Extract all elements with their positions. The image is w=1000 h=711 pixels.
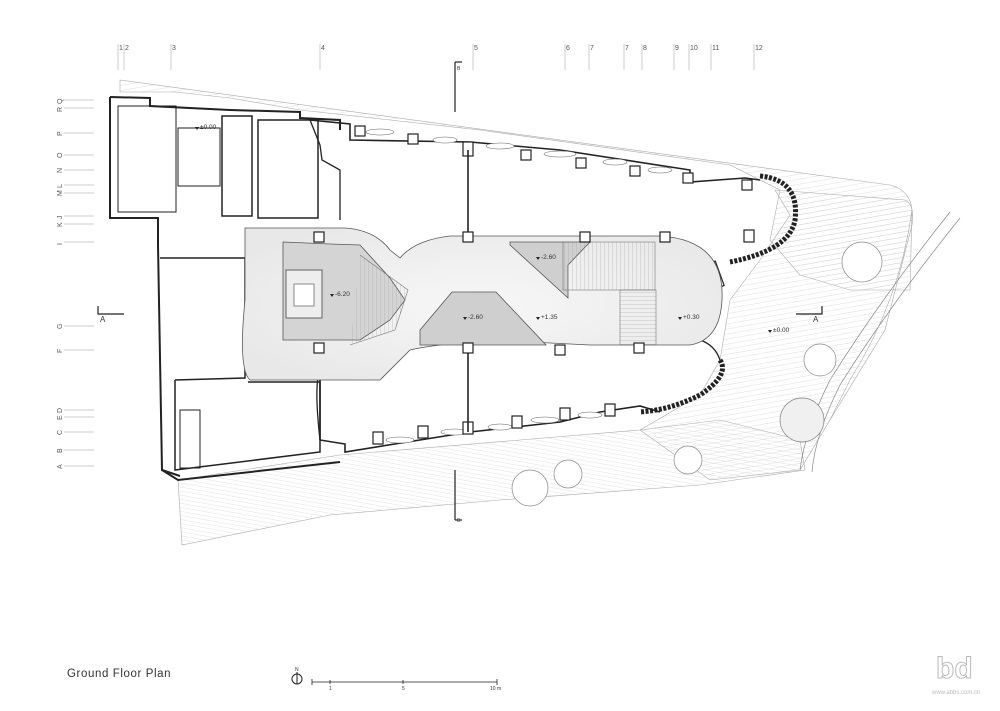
grid-labels-top: 1 2 3 4 5 6 7 7 8 9 10 11 12 bbox=[119, 45, 763, 52]
level-label: -2.60 bbox=[468, 314, 483, 321]
watermark-sub: www.abbs.com.cn bbox=[931, 690, 980, 696]
level-label: -2.60 bbox=[541, 254, 556, 261]
section-label: A bbox=[100, 315, 106, 324]
level-label: +0.30 bbox=[683, 314, 700, 321]
level-marker-icon bbox=[768, 330, 772, 333]
north-arrow-icon: N bbox=[291, 667, 303, 685]
grid-label: 1 bbox=[119, 45, 123, 52]
level-marker-icon bbox=[536, 317, 540, 320]
level-label: ±0.00 bbox=[773, 327, 790, 334]
grid-labels-left: Q R P O N L M J K I G F D E C B A bbox=[57, 98, 64, 469]
section-markers bbox=[97, 61, 823, 521]
section-label: B bbox=[457, 66, 461, 72]
grid-label: C bbox=[57, 430, 64, 435]
section-label: A bbox=[813, 315, 819, 324]
grid-label: O bbox=[57, 152, 64, 158]
grid-label: E bbox=[57, 415, 64, 420]
grid-label: B bbox=[57, 448, 64, 453]
north-facade bbox=[309, 119, 761, 220]
level-marker-icon bbox=[330, 294, 334, 297]
trees bbox=[511, 241, 883, 507]
grid-label: 8 bbox=[643, 45, 647, 52]
level-marker-icon bbox=[536, 257, 540, 260]
grid-label: 4 bbox=[321, 45, 325, 52]
grid-label: G bbox=[57, 324, 64, 329]
level-label: ±0.00 bbox=[200, 124, 217, 131]
grid-label: K bbox=[57, 222, 64, 227]
grid-label: A bbox=[57, 464, 64, 469]
scale-label: 1 bbox=[329, 686, 332, 692]
grid-label: 10 bbox=[690, 45, 698, 52]
building-walls bbox=[109, 96, 341, 482]
plan-title: Ground Floor Plan bbox=[67, 668, 172, 680]
grid-label: I bbox=[57, 243, 64, 245]
grid-axis-left bbox=[64, 99, 94, 467]
grid-label: P bbox=[57, 131, 64, 136]
grid-label: 11 bbox=[712, 45, 719, 52]
level-marker-icon bbox=[463, 317, 467, 320]
grid-label: 5 bbox=[474, 45, 478, 52]
section-label: B bbox=[457, 518, 461, 524]
grid-label: 3 bbox=[172, 45, 176, 52]
watermark-main: bd bbox=[936, 652, 973, 685]
grid-label: M bbox=[57, 190, 64, 196]
grid-axis-top bbox=[117, 44, 755, 70]
north-label: N bbox=[295, 667, 299, 673]
grid-label: 7 bbox=[590, 45, 594, 52]
grid-label: 12 bbox=[755, 45, 763, 52]
grid-label: Q bbox=[57, 98, 64, 104]
grid-label: D bbox=[57, 408, 64, 413]
section-labels: A A B B bbox=[100, 66, 819, 524]
level-markers: ±0.00 -6.20 -2.60 -2.60 +1.35 +0.30 ±0.0… bbox=[195, 124, 790, 334]
grid-label: F bbox=[57, 349, 64, 353]
grid-label: R bbox=[57, 107, 64, 112]
grid-label: 2 bbox=[125, 45, 129, 52]
watermark-logo: bd www.abbs.com.cn bbox=[931, 652, 980, 697]
grid-label: 7 bbox=[625, 45, 629, 52]
level-marker-icon bbox=[195, 127, 199, 130]
scale-label: 5 bbox=[402, 686, 405, 692]
grid-label: 9 bbox=[675, 45, 679, 52]
scale-bar: 1 5 10 m bbox=[311, 679, 501, 692]
grid-label: J bbox=[57, 216, 64, 220]
grid-label: L bbox=[57, 184, 64, 188]
level-label: +1.35 bbox=[541, 314, 558, 321]
grid-label: 6 bbox=[566, 45, 570, 52]
level-marker-icon bbox=[678, 317, 682, 320]
central-hall bbox=[242, 150, 723, 440]
grid-label: N bbox=[57, 168, 64, 173]
level-label: -6.20 bbox=[335, 291, 350, 298]
scale-label: 10 m bbox=[490, 686, 501, 692]
